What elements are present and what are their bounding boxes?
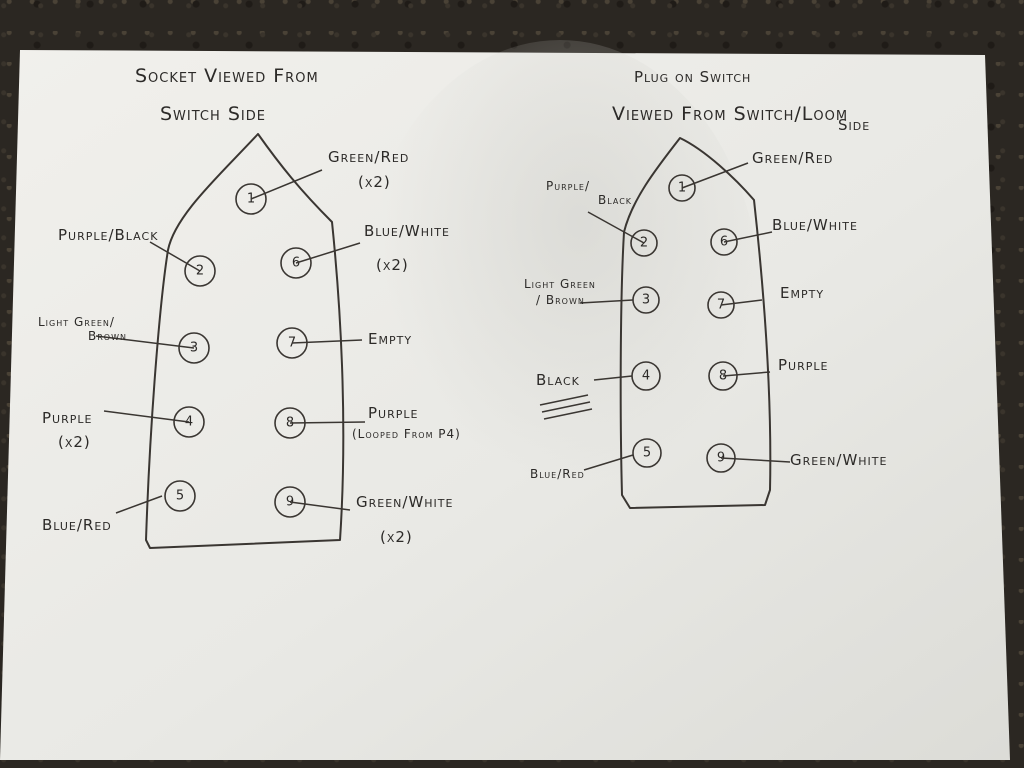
left-lead-6 — [295, 242, 361, 264]
right-label-pin2-wire-a: Purple/ — [546, 179, 590, 193]
left-title-line1: Socket Viewed From — [135, 65, 319, 87]
left-label-pin9-count: (x2) — [380, 528, 413, 546]
left-lead-7 — [291, 339, 363, 344]
right-hatch-3 — [543, 408, 593, 420]
left-label-pin2-wire: Purple/Black — [58, 226, 158, 244]
right-label-pin8-wire: Purple — [778, 356, 828, 374]
right-lead-4 — [593, 375, 633, 381]
right-lead-2 — [587, 211, 645, 244]
left-label-pin4-count: (x2) — [58, 433, 91, 451]
right-label-pin3-wire-a: Light Green — [524, 277, 596, 291]
left-label-pin6-wire: Blue/White — [364, 222, 450, 240]
svg-text:5: 5 — [643, 446, 651, 461]
right-lead-7 — [720, 299, 763, 306]
right-lead-6 — [723, 231, 773, 243]
right-plug-outline — [619, 137, 772, 509]
left-label-pin4-wire: Purple — [42, 409, 92, 427]
right-label-pin1-wire: Green/Red — [752, 149, 833, 167]
left-label-pin1-wire: Green/Red — [328, 148, 409, 166]
left-lead-9 — [289, 501, 351, 511]
right-label-pin5-wire: Blue/Red — [530, 467, 585, 481]
left-label-pin5-wire: Blue/Red — [42, 516, 112, 534]
left-label-pin3-wire-b: Brown — [88, 329, 127, 343]
left-lead-2 — [149, 241, 201, 272]
left-lead-1 — [250, 169, 323, 200]
left-socket-outline — [145, 133, 345, 549]
left-label-pin7-wire: Empty — [368, 330, 412, 348]
left-lead-4 — [103, 410, 190, 423]
left-label-pin6-count: (x2) — [376, 256, 409, 274]
left-pin-5: 5 — [164, 480, 196, 512]
right-hatch-1 — [539, 394, 589, 406]
right-label-pin6-wire: Blue/White — [772, 216, 858, 234]
right-diagram: Plug on Switch Viewed From Switch/Loom S… — [524, 68, 887, 509]
right-label-pin3-wire-b: / Brown — [536, 293, 585, 307]
right-lead-1 — [681, 162, 749, 189]
left-lead-3 — [95, 335, 195, 349]
left-title-line2: Switch Side — [160, 103, 266, 125]
paper-shadow — [360, 40, 760, 560]
left-label-pin8-wire: Purple — [368, 404, 418, 422]
left-lead-8 — [289, 421, 366, 424]
right-pin-5: 5 — [632, 438, 662, 468]
right-label-pin4-wire: Black — [536, 371, 580, 389]
right-title-line2: Viewed From Switch/Loom — [612, 103, 848, 125]
left-lead-5 — [115, 495, 163, 514]
right-title-line1: Plug on Switch — [634, 68, 751, 86]
right-lead-5 — [583, 454, 634, 471]
left-label-pin9-wire: Green/White — [356, 493, 453, 511]
right-label-pin2-wire-b: Black — [598, 193, 632, 207]
right-lead-8 — [722, 371, 771, 377]
right-hatch-2 — [541, 401, 591, 413]
right-title-line3: Side — [838, 116, 870, 134]
left-diagram: Socket Viewed From Switch Side 1 2 3 4 5… — [38, 65, 461, 549]
right-lead-9 — [720, 457, 791, 463]
left-label-pin3-wire-a: Light Green/ — [38, 315, 115, 329]
svg-text:4: 4 — [642, 369, 650, 384]
right-label-pin7-wire: Empty — [780, 284, 824, 302]
right-lead-3 — [579, 299, 634, 304]
svg-text:5: 5 — [176, 489, 184, 504]
left-label-pin8-note: (Looped From P4) — [352, 427, 461, 441]
svg-text:3: 3 — [642, 293, 650, 308]
right-label-pin9-wire: Green/White — [790, 451, 887, 469]
left-label-pin1-count: (x2) — [358, 173, 391, 191]
